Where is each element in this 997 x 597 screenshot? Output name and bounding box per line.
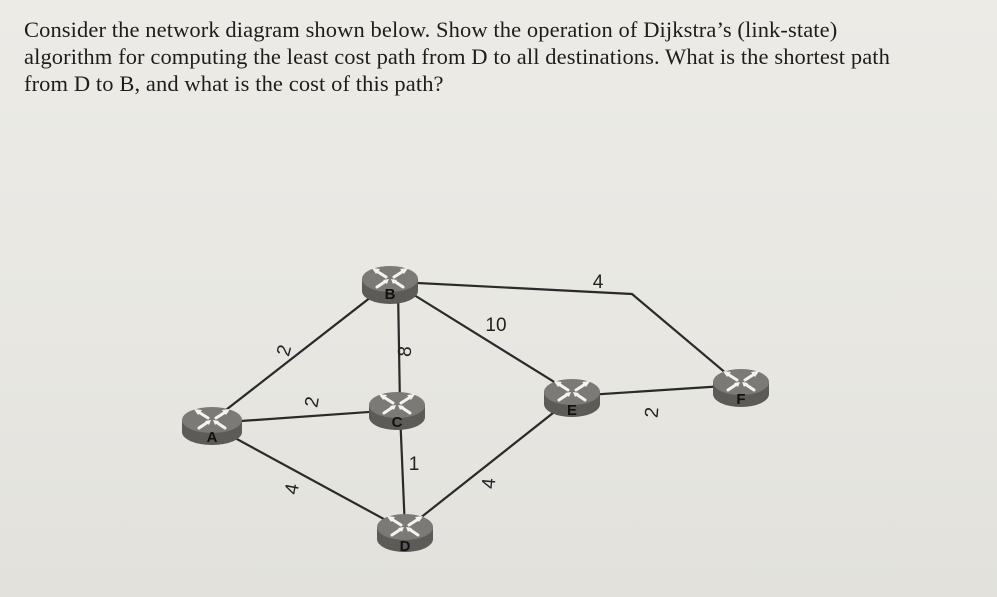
link-d-e [404,397,573,531]
question-line-3: from D to B, and what is the cost of thi… [24,71,444,96]
router-b: B [362,266,418,304]
question-line-2: algorithm for computing the least cost p… [24,44,890,69]
router-label-b: B [385,286,396,303]
router-f: F [713,369,769,408]
link-b-c [396,287,402,408]
cost-label-a-b: 2 [273,343,296,359]
cost-label-c-d: 1 [409,454,420,475]
router-e: E [544,379,600,419]
router-label-c: C [392,414,403,431]
link-b-f [397,280,741,386]
link-a-d [212,425,405,531]
router-label-e: E [567,402,577,419]
link-c-d [398,411,407,531]
question-line-1: Consider the network diagram shown below… [24,17,838,42]
cost-label-b-c: 8 [395,345,417,357]
cost-label-b-e: 10 [485,315,506,336]
router-label-f: F [736,391,745,408]
link-a-b [212,282,390,421]
router-c: C [369,392,425,431]
router-label-a: A [207,429,218,446]
question-text: Consider the network diagram shown below… [24,16,974,97]
router-d: D [377,514,433,555]
link-a-c [212,408,398,425]
router-label-d: D [400,538,411,555]
cost-label-a-c: 2 [301,395,324,409]
link-b-e [397,284,573,394]
cost-label-a-d: 4 [281,482,304,496]
router-a: A [182,407,242,446]
cost-label-b-f: 4 [593,272,604,293]
cost-label-e-f: 2 [642,406,664,418]
cost-label-d-e: 4 [479,477,501,490]
